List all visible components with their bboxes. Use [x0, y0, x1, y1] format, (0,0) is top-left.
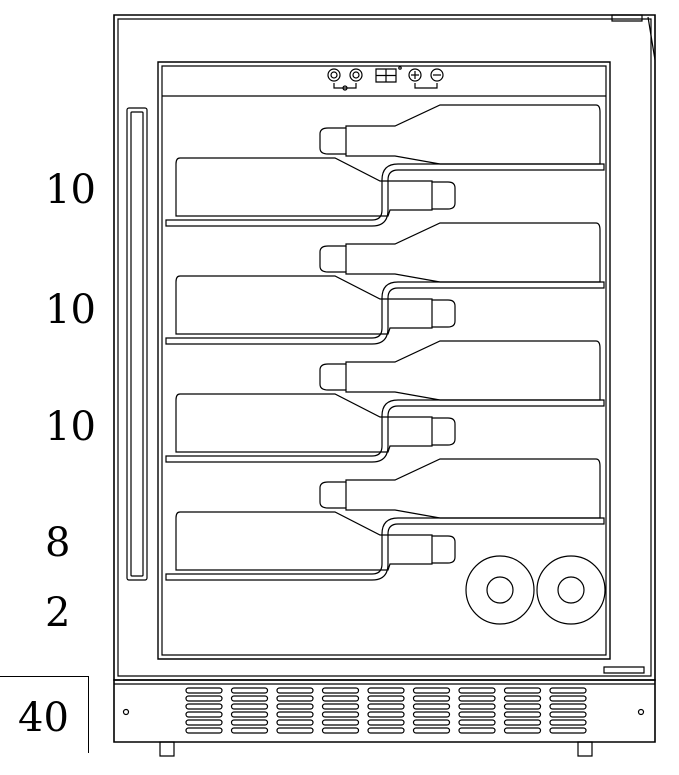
vent-slot	[323, 688, 359, 693]
vent-slot	[459, 712, 495, 717]
vent-slot	[505, 696, 541, 701]
vent-slot	[550, 704, 586, 709]
vent-slot	[232, 728, 268, 733]
vent-slot	[323, 696, 359, 701]
vent-slot	[414, 712, 450, 717]
vent-slot	[414, 728, 450, 733]
vent-slot	[505, 728, 541, 733]
shelf-3-capacity: 10	[45, 404, 96, 450]
shelf-2	[166, 223, 604, 344]
vent-slot	[459, 704, 495, 709]
vent-slot	[550, 728, 586, 733]
vent-slot	[323, 704, 359, 709]
vent-slots	[186, 688, 586, 733]
vent-slot	[277, 720, 313, 725]
vent-slot	[550, 712, 586, 717]
vent-slot	[414, 688, 450, 693]
temp-down-button[interactable]	[431, 69, 443, 81]
shelf-1-capacity: 10	[45, 167, 96, 213]
vent-slot	[323, 728, 359, 733]
lower-bottle	[176, 512, 455, 570]
upper-bottle	[320, 341, 600, 400]
total-capacity-box	[0, 676, 89, 753]
vent-slot	[323, 720, 359, 725]
vent-slot	[323, 712, 359, 717]
vent-slot	[368, 720, 404, 725]
base-grille	[114, 680, 655, 742]
shelf-1	[166, 105, 604, 226]
vent-slot	[505, 704, 541, 709]
lower-bottle	[176, 394, 455, 452]
lower-bottle	[176, 276, 455, 334]
total-capacity: 40	[18, 695, 69, 741]
shelf-3	[166, 341, 604, 462]
bottom-bottle-ends	[466, 556, 605, 624]
vent-slot	[414, 696, 450, 701]
vent-slot	[277, 728, 313, 733]
vent-slot	[505, 720, 541, 725]
fan-button[interactable]	[350, 69, 362, 81]
shelf-rail	[166, 282, 604, 344]
vent-slot	[186, 696, 222, 701]
vent-slot	[505, 688, 541, 693]
vent-slot	[550, 688, 586, 693]
vent-slot	[459, 696, 495, 701]
door-handle[interactable]	[127, 108, 147, 580]
shelf-rail	[166, 164, 604, 226]
lower-bottle	[176, 158, 455, 216]
shelf-2-capacity: 10	[45, 287, 96, 333]
vent-slot	[232, 704, 268, 709]
shelf-4	[166, 459, 604, 580]
vent-slot	[186, 712, 222, 717]
control-panel	[328, 67, 443, 90]
vent-slot	[459, 720, 495, 725]
vent-slot	[186, 720, 222, 725]
vent-slot	[186, 728, 222, 733]
temperature-display	[376, 67, 401, 82]
vent-slot	[277, 688, 313, 693]
vent-slot	[368, 696, 404, 701]
vent-slot	[459, 728, 495, 733]
temp-up-button[interactable]	[409, 69, 421, 81]
vent-slot	[368, 712, 404, 717]
bottom-capacity: 2	[45, 590, 71, 636]
vent-slot	[277, 696, 313, 701]
vent-slot	[232, 696, 268, 701]
vent-slot	[414, 704, 450, 709]
vent-slot	[414, 720, 450, 725]
vent-slot	[505, 712, 541, 717]
vent-slot	[186, 688, 222, 693]
vent-slot	[232, 712, 268, 717]
vent-slot	[368, 704, 404, 709]
feet	[160, 742, 592, 756]
vent-slot	[368, 688, 404, 693]
shelf-4-capacity: 8	[45, 520, 71, 566]
upper-bottle	[320, 105, 600, 164]
shelf-rail	[166, 518, 604, 580]
shelf-rail	[166, 400, 604, 462]
upper-bottle	[320, 223, 600, 282]
shelves	[166, 105, 604, 580]
vent-slot	[277, 704, 313, 709]
upper-bottle	[320, 459, 600, 518]
vent-slot	[232, 688, 268, 693]
vent-slot	[277, 712, 313, 717]
vent-slot	[232, 720, 268, 725]
light-button[interactable]	[328, 69, 340, 81]
vent-slot	[550, 696, 586, 701]
vent-slot	[186, 704, 222, 709]
vent-slot	[550, 720, 586, 725]
vent-slot	[459, 688, 495, 693]
vent-slot	[368, 728, 404, 733]
